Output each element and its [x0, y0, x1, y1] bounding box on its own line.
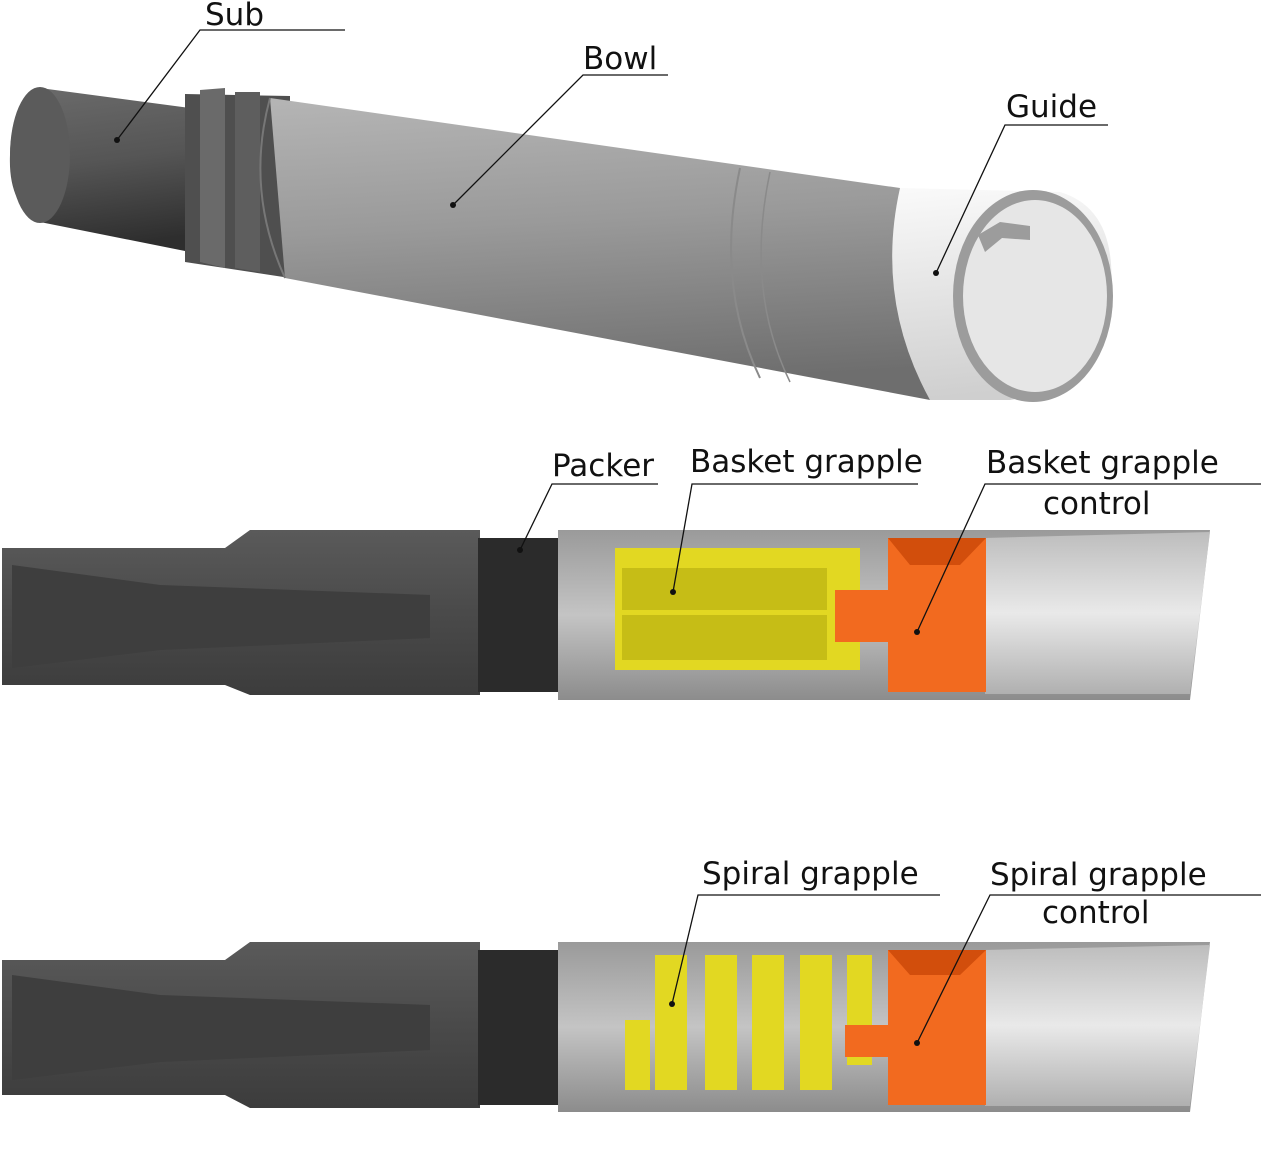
leader-lines — [116, 29, 1261, 1044]
spiral-control — [845, 950, 986, 1105]
label-spiral-control-line1: Spiral grapple — [990, 857, 1207, 893]
basket-packer — [478, 538, 558, 692]
basket-grapple — [615, 548, 860, 670]
label-guide: Guide — [1006, 89, 1098, 125]
label-basket-control-line1: Basket grapple — [986, 445, 1219, 481]
spiral-section — [2, 942, 1210, 1112]
label-basket-grapple: Basket grapple — [690, 444, 923, 480]
spiral-packer — [478, 950, 558, 1105]
label-spiral-grapple: Spiral grapple — [702, 856, 919, 892]
label-spiral-control-line2: control — [1042, 895, 1150, 931]
spiral-grapple — [625, 955, 872, 1090]
top-assembly — [9, 87, 1113, 402]
label-packer: Packer — [552, 448, 655, 484]
label-basket-control-line2: control — [1043, 486, 1151, 522]
label-sub: Sub — [205, 0, 265, 33]
bowl-part — [259, 97, 930, 400]
label-bowl: Bowl — [583, 41, 658, 77]
leader-dots — [114, 137, 939, 1046]
guide-part — [892, 188, 1113, 402]
basket-control — [835, 538, 986, 692]
sub-part — [9, 87, 290, 278]
basket-section — [2, 530, 1210, 700]
